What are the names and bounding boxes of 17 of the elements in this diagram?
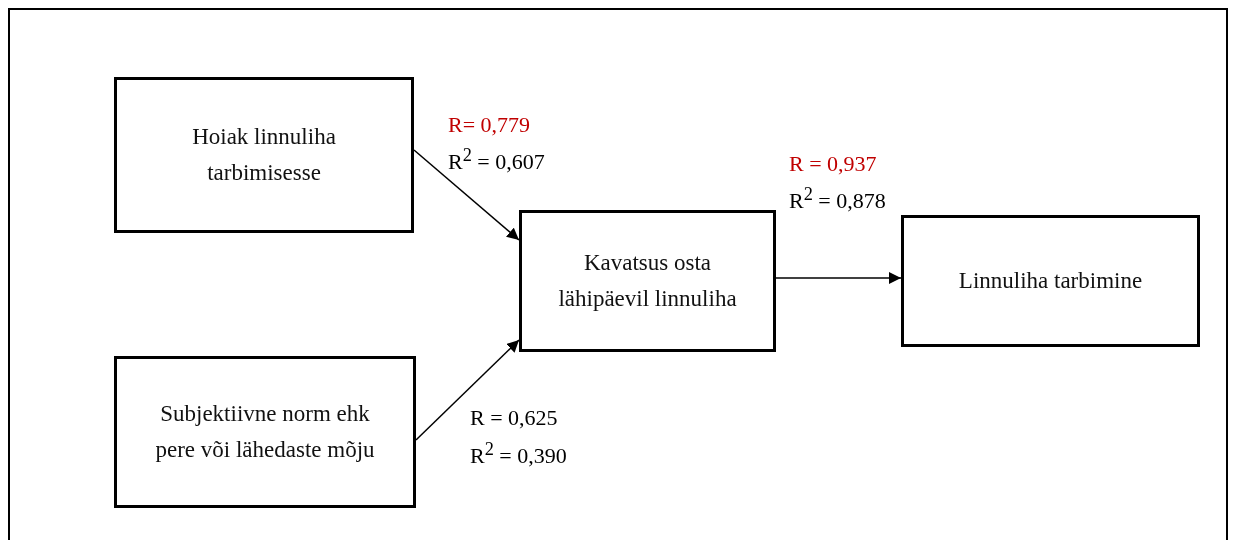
arrow <box>775 272 902 284</box>
process-box <box>114 356 416 508</box>
box-text: Kavatsus osta lähipäevil linnuliha <box>557 249 738 313</box>
coefficient-label: R$^{2}$ = 0,607 <box>448 146 545 174</box>
coefficient-label: R$^{2}$ = 0,390 <box>470 440 567 468</box>
coefficient-label: R = 0,937 <box>789 153 877 175</box>
process-box <box>901 215 1200 347</box>
arrow <box>413 149 520 241</box>
arrow <box>415 339 520 441</box>
box-text: Linnuliha tarbimine <box>958 267 1143 296</box>
process-box <box>114 77 414 233</box>
coefficient-label: R = 0,625 <box>470 407 558 429</box>
box-text: Subjektiivne norm ehk pere või lähedaste mõju <box>154 400 376 464</box>
box-text: Hoiak linnuliha tarbimisesse <box>191 123 337 187</box>
process-box <box>519 210 776 352</box>
coefficient-label: R= 0,779 <box>448 114 531 136</box>
coefficient-label: R$^{2}$ = 0,878 <box>789 185 886 213</box>
